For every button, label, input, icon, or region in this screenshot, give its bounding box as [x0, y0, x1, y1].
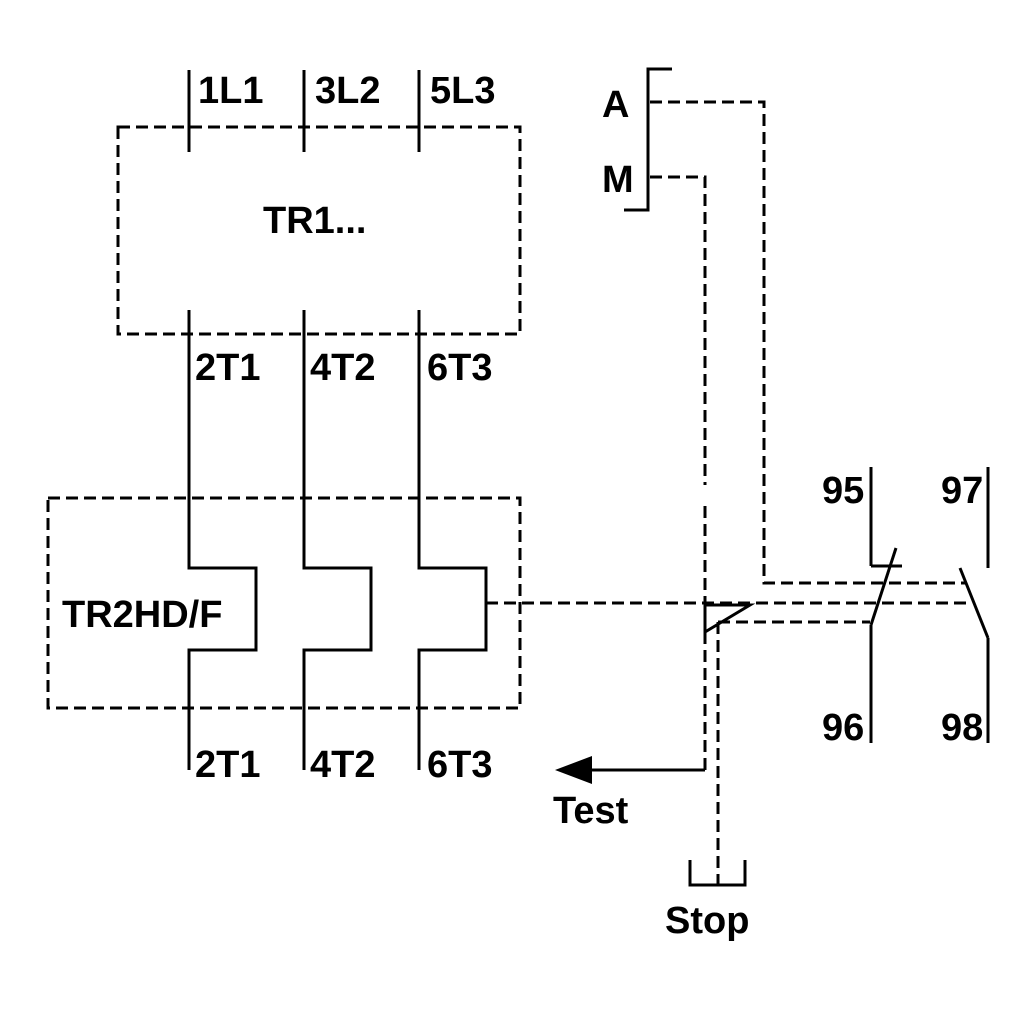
relay-output-terminal-2: 4T2	[310, 744, 375, 786]
nc-contact-top-label: 95	[822, 470, 864, 512]
no-contact-bottom-label: 98	[941, 707, 983, 749]
contactor-input-terminal-2: 3L2	[315, 70, 380, 112]
contactor-input-terminal-3: 5L3	[430, 70, 495, 112]
nc-contact-blade	[869, 547, 898, 626]
no-contact-blade	[958, 567, 990, 639]
test-arrow-head	[555, 756, 592, 784]
stop-button-symbol	[688, 860, 747, 887]
relay-output-terminal-1: 2T1	[195, 744, 260, 786]
selector-auto-label: A	[602, 84, 629, 126]
contactor-name: TR1...	[263, 200, 366, 242]
nc-contact-bottom-label: 96	[822, 707, 864, 749]
auto-link-line	[650, 100, 965, 585]
trip-latch	[703, 603, 756, 635]
phase-2-heater-path	[302, 310, 373, 770]
contactor-box	[116, 125, 522, 336]
relay-output-terminal-3: 6T3	[427, 744, 492, 786]
phase-conductors	[187, 310, 488, 770]
selector-manual-label: M	[602, 159, 634, 201]
contactor-output-terminal-1: 2T1	[195, 347, 260, 389]
relay-box	[46, 496, 522, 710]
auxiliary-contacts: 95 96 97 98	[822, 467, 990, 749]
contactor-output-terminal-3: 6T3	[427, 347, 492, 389]
stop-button-label: Stop	[665, 900, 749, 942]
test-button-label: Test	[553, 790, 629, 832]
relay-name: TR2HD/F	[62, 594, 222, 636]
phase-3-heater-path	[417, 310, 488, 770]
auto-manual-selector: A M	[602, 67, 965, 585]
phase-1-heater-path	[187, 310, 258, 770]
trip-mechanism: Test Stop	[486, 506, 968, 942]
contactor-output-terminal-2: 4T2	[310, 347, 375, 389]
manual-link-line	[650, 175, 707, 485]
contactor-input-terminal-1: 1L1	[198, 70, 263, 112]
relay-block: TR2HD/F 2T1 4T2 6T3	[46, 496, 522, 786]
no-contact-top-label: 97	[941, 470, 983, 512]
contactor-block: 1L1 3L2 5L3 TR1... 2T1 4T2 6T3	[116, 70, 522, 389]
selector-bracket	[624, 67, 672, 212]
